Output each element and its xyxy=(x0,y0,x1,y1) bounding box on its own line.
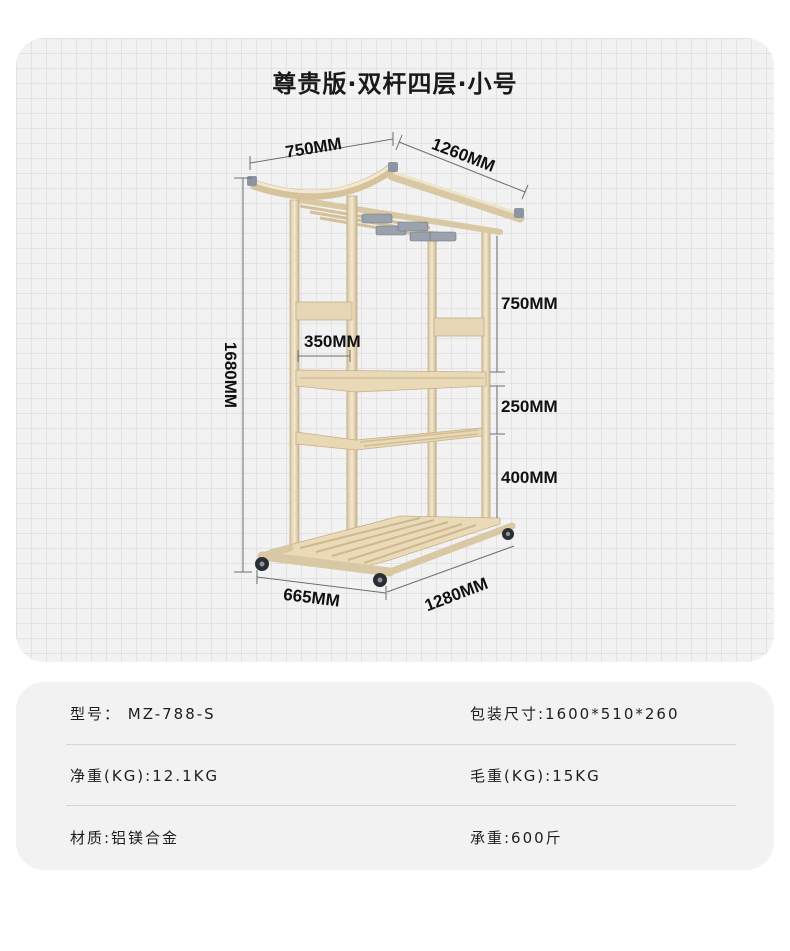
dimension-top-width: 750MM xyxy=(284,134,343,162)
wheel-icon xyxy=(255,528,514,587)
dimension-height: 1680MM xyxy=(221,342,240,408)
spec-divider xyxy=(66,744,736,745)
spec-divider xyxy=(66,805,736,806)
dimension-lines xyxy=(234,132,529,600)
product-image-card xyxy=(16,38,774,662)
spec-package-size: 包装尺寸:1600*510*260 xyxy=(470,705,680,723)
spec-row: 型号： MZ-788-S 包装尺寸:1600*510*260 xyxy=(66,682,736,742)
dimension-shelf-width: 350MM xyxy=(304,332,361,351)
dimension-middle-gap: 250MM xyxy=(501,397,558,416)
product-title: 尊贵版·双杆四层·小号 xyxy=(272,70,518,98)
dimension-lower-gap: 400MM xyxy=(501,468,558,487)
rack-illustration xyxy=(247,162,525,587)
drying-rack-diagram: 750MM 1260MM 1680MM 350MM 750MM 250MM 40… xyxy=(221,132,558,615)
spec-row: 净重(KG):12.1KG 毛重(KG):15KG xyxy=(66,744,736,804)
spec-net-weight: 净重(KG):12.1KG xyxy=(70,767,220,785)
spec-row: 材质:铝镁合金 承重:600斤 xyxy=(66,806,736,866)
spec-load: 承重:600斤 xyxy=(470,829,563,847)
spec-material: 材质:铝镁合金 xyxy=(70,829,180,847)
dimension-top-depth: 1260MM xyxy=(429,134,498,175)
spec-card: 型号： MZ-788-S 包装尺寸:1600*510*260 净重(KG):12… xyxy=(16,682,774,870)
spec-model: 型号： MZ-788-S xyxy=(70,705,216,723)
spec-gross-weight: 毛重(KG):15KG xyxy=(470,767,601,785)
dimension-base-width: 665MM xyxy=(282,585,341,611)
dimension-upper-gap: 750MM xyxy=(501,294,558,313)
dimension-base-depth: 1280MM xyxy=(422,574,491,615)
